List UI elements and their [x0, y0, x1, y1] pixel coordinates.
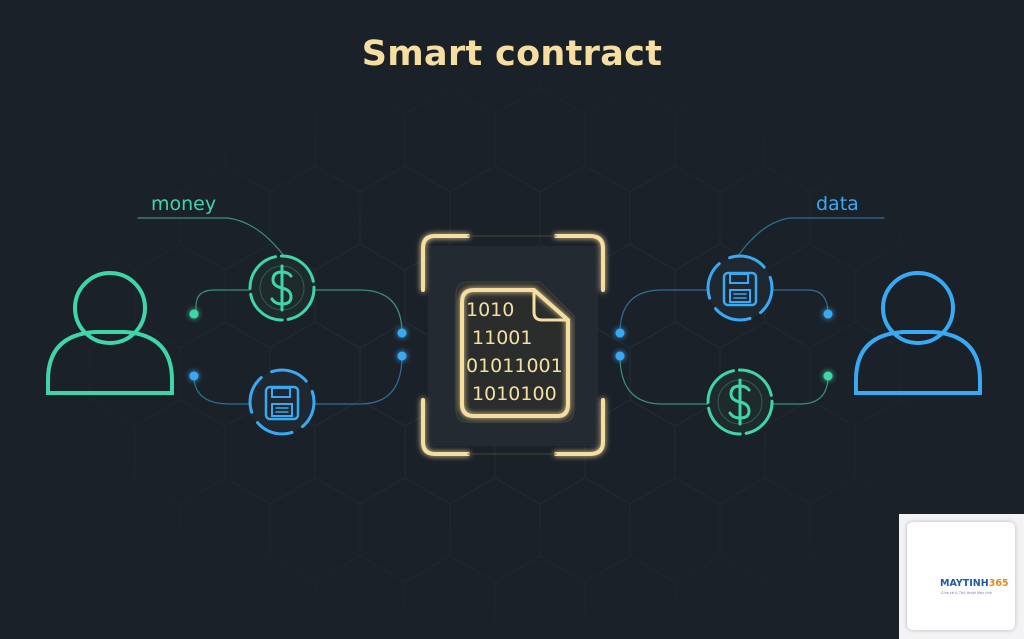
page-title: Smart contract [361, 34, 663, 74]
flow-dot [189, 309, 199, 319]
money-flow-line [195, 289, 403, 334]
flow-dot [615, 351, 625, 361]
money-dollar-icon [248, 254, 316, 322]
data-floppy-disk-icon [706, 254, 774, 322]
flow-dot [823, 371, 833, 381]
sender-group [46, 217, 407, 436]
watermark-brand-accent: 365 [988, 578, 1009, 589]
contract-document-icon [455, 281, 575, 423]
code-line: 1010100 [466, 383, 557, 405]
flow-dot [397, 328, 407, 338]
money-flow-line [619, 355, 829, 405]
money-leader-line [137, 217, 285, 257]
receiver-user-icon [854, 271, 982, 395]
watermark: MAYTINH365 Chia sẻ & Thủ thuật Máy tính [899, 514, 1024, 639]
watermark-brand-main: MAYTINH [940, 578, 989, 589]
flow-dot [189, 371, 199, 381]
code-line: 1010 [466, 299, 515, 321]
code-line: 01011001 [466, 355, 563, 377]
data-flow-line [193, 355, 403, 405]
flow-dot [397, 351, 407, 361]
contract-code: 1010 11001 01011001 1010100 [466, 296, 574, 408]
receiver-group [615, 217, 982, 436]
code-line: 11001 [466, 327, 533, 349]
watermark-card: MAYTINH365 Chia sẻ & Thủ thuật Máy tính [907, 522, 1015, 630]
money-dollar-icon [706, 368, 774, 436]
watermark-brand: MAYTINH365 [940, 578, 1009, 589]
flow-dot [615, 328, 625, 338]
contract-group [421, 234, 605, 456]
flow-dot [823, 309, 833, 319]
contract-frame [421, 234, 605, 456]
money-label: money [151, 193, 217, 215]
data-leader-line [737, 217, 885, 257]
sender-user-icon [46, 271, 174, 395]
data-floppy-disk-icon [248, 368, 316, 436]
data-flow-line [619, 289, 829, 334]
watermark-tagline: Chia sẻ & Thủ thuật Máy tính [941, 591, 993, 595]
data-label: data [816, 193, 859, 215]
